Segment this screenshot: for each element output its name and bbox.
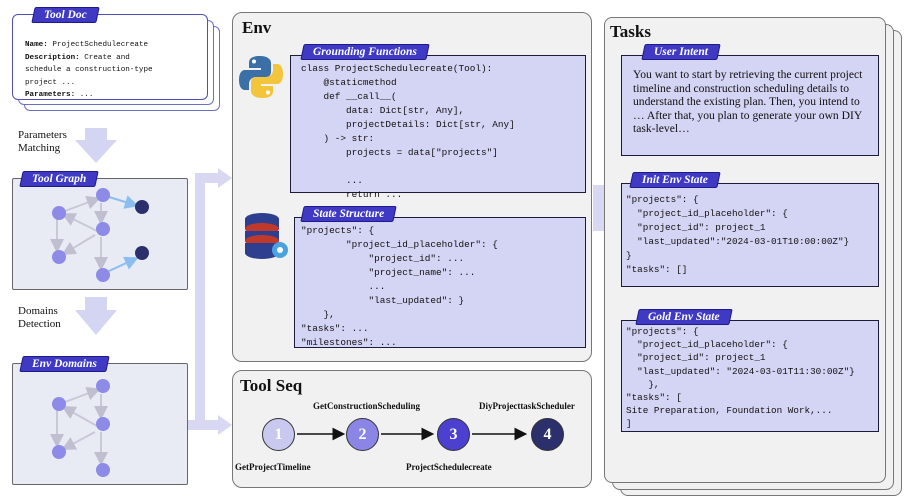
tool-graph-node	[96, 188, 110, 202]
tool-doc-tag: Tool Doc	[31, 7, 100, 23]
env-domain-node	[96, 463, 110, 477]
env-domain-node	[52, 397, 66, 411]
init-line: }	[626, 250, 632, 261]
tool-graph-node	[135, 246, 149, 260]
gold-state-code: "projects": { "project_id_placeholder": …	[626, 325, 855, 431]
init-line: "tasks": []	[626, 264, 688, 275]
tool-graph-svg	[50, 188, 149, 282]
code-line: def __call__(	[301, 91, 397, 102]
tool-doc-params-line: Parameters: ...	[25, 91, 94, 99]
database-icon	[245, 213, 288, 259]
code-line: projectDetails: Dict[str, Any]	[301, 119, 515, 130]
state-line: "tasks": ...	[301, 323, 369, 334]
state-line: "projects": {	[301, 225, 375, 236]
gold-env-state-tag: Gold Env State	[635, 309, 733, 325]
env-domains-svg	[50, 379, 110, 477]
tool-doc-desc-line-2: schedule a construction-type	[25, 66, 153, 74]
gold-line: "projects": {	[626, 326, 699, 337]
state-line: "milestones": ...	[301, 337, 397, 348]
domains-connector	[188, 173, 222, 430]
code-line: @staticmethod	[301, 77, 397, 88]
grounding-code-block: class ProjectSchedulecreate(Tool): @stat…	[301, 62, 515, 202]
seq-step-1-label: GetProjectTimeline	[235, 462, 311, 472]
tool-graph-box	[12, 178, 188, 290]
python-logo-icon	[239, 56, 283, 98]
gold-line: "last_updated": "2024-03-01T11:30:00Z"}	[626, 365, 855, 377]
down-arrow-2	[75, 297, 117, 335]
user-intent-text: You want to start by retrieving the curr…	[633, 68, 863, 135]
gold-line: },	[626, 378, 660, 390]
tool-graph-node	[135, 200, 149, 214]
tool-doc-desc-line-3: project ...	[25, 78, 76, 87]
env-domain-node	[96, 417, 110, 431]
grounding-functions-tag: Grounding Functions	[300, 44, 430, 60]
seq-step-1: 1	[262, 418, 295, 451]
gold-line: "project_id": project_1	[626, 352, 766, 364]
tool-doc-card: Name: ProjectSchedulecreate Description:…	[12, 14, 208, 100]
init-env-state-box: "projects": { "project_id_placeholder": …	[621, 183, 879, 287]
code-line: return ...	[301, 189, 403, 200]
init-line: "projects": {	[626, 194, 699, 205]
init-line: "project_id_placeholder": {	[626, 208, 788, 219]
state-line: },	[301, 309, 335, 320]
tool-graph-node	[52, 206, 66, 220]
seq-step-2: 2	[346, 418, 379, 451]
seq-step-2-label: GetConstructionScheduling	[313, 401, 421, 411]
env-domains-tag: Env Domains	[19, 356, 110, 372]
tasks-title: Tasks	[610, 22, 651, 41]
gold-line: Site Preparation, Foundation Work,...	[626, 405, 833, 417]
state-line: "last_updated": }	[301, 295, 465, 306]
code-line	[301, 160, 515, 174]
state-code-block: "projects": { "project_id_placeholder": …	[301, 224, 498, 350]
state-line: ...	[301, 281, 386, 292]
tool-graph-node	[96, 268, 110, 282]
grounding-functions-box: class ProjectSchedulecreate(Tool): @stat…	[290, 55, 586, 200]
env-domain-node	[96, 379, 110, 393]
gold-line: "tasks": [	[626, 392, 682, 404]
seq-step-4-label: DiyProjecttaskScheduler	[479, 401, 575, 411]
gold-line: ]	[626, 418, 632, 430]
seq-step-3-label: ProjectSchedulecreate	[406, 462, 492, 472]
tool-seq-connectors	[297, 427, 528, 441]
state-line: "project_name": ...	[301, 267, 476, 278]
tool-seq-title: Tool Seq	[240, 376, 303, 395]
tool-graph-tag: Tool Graph	[19, 171, 99, 187]
state-structure-box: "projects": { "project_id_placeholder": …	[294, 217, 586, 348]
init-line: "project_id": project_1	[626, 222, 766, 233]
domains-to-env-arrowhead	[218, 168, 232, 188]
tool-graph-node	[52, 250, 66, 264]
env-title: Env	[242, 18, 272, 37]
seq-step-4: 4	[531, 418, 564, 451]
init-state-code: "projects": { "project_id_placeholder": …	[626, 193, 849, 277]
seq-step-3: 3	[437, 418, 470, 451]
code-line: class ProjectSchedulecreate(Tool):	[301, 63, 493, 74]
down-arrow-1	[75, 128, 117, 163]
init-line: "last_updated":"2024-03-01T10:00:00Z"}	[626, 236, 850, 247]
domains-to-seq-arrowhead	[218, 415, 232, 435]
gold-env-state-box: "projects": { "project_id_placeholder": …	[621, 320, 879, 432]
tool-doc-desc-line: Description: Create and	[25, 53, 130, 62]
code-line: data: Dict[str, Any],	[301, 105, 465, 116]
init-env-state-tag: Init Env State	[629, 172, 721, 188]
code-line: ...	[301, 175, 363, 186]
env-domain-node	[52, 445, 66, 459]
state-line: "project_id_placeholder": {	[301, 239, 498, 250]
user-intent-tag: User Intent	[641, 44, 721, 60]
user-intent-box: You want to start by retrieving the curr…	[621, 55, 879, 156]
state-structure-tag: State Structure	[300, 206, 397, 222]
env-domains-box	[12, 363, 188, 485]
state-line: "project_id": ...	[301, 253, 465, 264]
code-line: projects = data["projects"]	[301, 147, 498, 158]
code-line: ) -> str:	[301, 133, 375, 144]
tool-graph-node	[96, 222, 110, 236]
tool-doc-name-line: Name: ProjectSchedulecreate	[25, 41, 149, 49]
gold-line: "project_id_placeholder": {	[626, 339, 788, 351]
